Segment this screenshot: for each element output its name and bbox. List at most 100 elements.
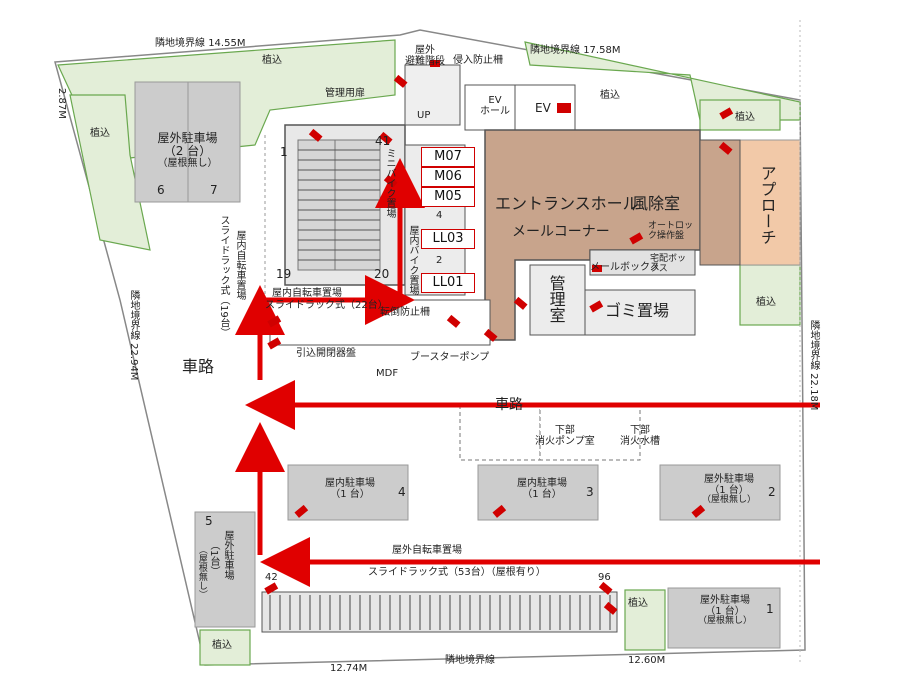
bike-num-1: 1: [280, 145, 288, 159]
bike-num-41: 41: [375, 134, 391, 148]
camera-icon: [718, 141, 733, 155]
road-label-2: 車路: [495, 397, 523, 413]
mailbox-area: [589, 249, 696, 276]
approach-label: アプローチ: [757, 165, 777, 245]
ev-label: EV: [535, 101, 551, 115]
marker-ll03[interactable]: LL03: [421, 229, 475, 249]
space-6: 6: [157, 183, 165, 197]
indoor-bike-parking-label: 屋内バイク置場: [407, 225, 418, 295]
camera-icon: [513, 296, 528, 310]
mailbox-label: メールボックス: [590, 262, 660, 273]
windbreak: [699, 139, 741, 266]
bike-slot-4: 4: [436, 210, 443, 221]
marker-m06[interactable]: M06: [421, 167, 475, 187]
outdoor-parking-2-label: 屋外駐車場 （2 台） （屋根無し）: [157, 131, 218, 170]
indoor-parking-4: [287, 464, 409, 521]
planting-bottom-right: [624, 589, 666, 651]
route-arrows: [235, 158, 820, 587]
planting-right: [739, 264, 801, 326]
marker-m05[interactable]: M05: [421, 187, 475, 207]
camera-icon: [598, 581, 613, 595]
outdoor-parking-5-noroof: （屋根無し）: [196, 545, 207, 599]
camera-icon: [492, 504, 507, 518]
indoor-bicycle-label: 屋内自転車置場: [272, 288, 342, 299]
underground-tank-label: 下部 消火水槽: [620, 425, 660, 447]
incoming-panel-label: 引込開閉器盤: [296, 348, 356, 359]
camera-icons: [264, 60, 734, 615]
autolock-label: オートロック操作盤: [648, 221, 694, 241]
entrance-hall-label: エントランスホール: [495, 194, 639, 213]
planting-label-7: 植込: [628, 598, 648, 609]
boundary-top-right-label: 隣地境界線 17.58M: [530, 45, 621, 56]
boundary-top-left-label: 隣地境界線 14.55M: [155, 38, 246, 49]
camera-icon: [603, 601, 618, 615]
road-label-1: 車路: [182, 357, 215, 376]
bike-num-20: 20: [374, 267, 390, 281]
camera-icon: [378, 131, 393, 145]
camera-icon: [446, 314, 461, 328]
marker-m07[interactable]: M07: [421, 147, 475, 167]
bike-num-96: 96: [598, 572, 611, 583]
planting-label-6: 植込: [212, 640, 232, 651]
fall-guard-label: 転倒防止柵: [380, 307, 430, 318]
outdoor-parking-5-count: （1台）: [208, 540, 219, 577]
tank-room: [539, 404, 641, 461]
camera-icon: [719, 107, 734, 120]
delivery-box-label: 宅配ボックス: [650, 254, 687, 274]
mdf-label: MDF: [376, 368, 399, 379]
camera-icon: [629, 232, 644, 245]
boundary-bottom-label: 隣地境界線: [445, 655, 495, 666]
indoor-parking-3-label: 屋内駐車場（1 台）: [517, 478, 567, 500]
planting-label-2: 植込: [90, 128, 110, 139]
slide-rack-53-label: スライドラック式（53台）（屋根有り）: [368, 567, 546, 578]
camera-icon: [691, 504, 706, 518]
camera-icon: [483, 328, 498, 342]
underground-pump-label: 下部 消火ポンプ室: [535, 425, 595, 447]
space-1: 1: [766, 602, 774, 616]
camera-icon: [267, 337, 282, 350]
camera-icon: [383, 174, 398, 188]
booster-pump-label: ブースターポンプ: [410, 352, 490, 363]
outdoor-evac-label: 屋外 避難階段: [405, 45, 445, 67]
mgmt-door-label: 管理用扉: [325, 88, 365, 99]
planting-label-3: 植込: [600, 90, 620, 101]
camera-icon: [267, 315, 282, 328]
indoor-parking-4-label: 屋内駐車場（1 台）: [325, 478, 375, 500]
camera-icon: [430, 60, 440, 67]
garbage-room: [584, 289, 696, 336]
camera-icon: [308, 128, 323, 142]
camera-icon: [294, 504, 309, 518]
dim-bottom-left: 12.74M: [330, 663, 368, 674]
space-4: 4: [398, 485, 406, 499]
slide-rack-19-label: スライドラック式（19台）: [218, 215, 229, 338]
planting-label-5: 植込: [756, 297, 776, 308]
camera-icon: [589, 300, 604, 313]
outdoor-parking-1: [667, 587, 781, 649]
outdoor-parking-1-label: 屋外駐車場（1 台）（屋根無し）: [697, 595, 752, 626]
ev-hall-label: EV ホール: [480, 95, 510, 117]
bike-num-19: 19: [276, 267, 292, 281]
manager-room: [529, 264, 586, 336]
garbage-label: ゴミ置場: [605, 301, 670, 320]
outdoor-parking-5-label: 屋外駐車場: [222, 530, 233, 580]
camera-icon: [264, 582, 279, 595]
planting-label-4: 植込: [735, 112, 755, 123]
stair-block: [404, 64, 461, 126]
planting-label-1: 植込: [262, 55, 282, 66]
dim-left-top: 2.87M: [56, 88, 67, 119]
space-5: 5: [205, 514, 213, 528]
intrusion-guard-label: 侵入防止柵: [453, 55, 503, 66]
ev-red-badge: [557, 103, 571, 113]
outdoor-parking-2b-label: 屋外駐車場（1 台）（屋根無し）: [701, 474, 756, 505]
mini-bike-label: ミニバイク置場: [384, 148, 395, 218]
camera-icon: [393, 74, 408, 88]
planting-bottom-left: [199, 629, 251, 666]
dim-bottom-right: 12.60M: [628, 655, 666, 666]
manager-room-label: 管理室: [546, 275, 566, 323]
planting-top-right-box: [699, 99, 781, 131]
marker-ll01[interactable]: LL01: [421, 273, 475, 293]
pump-room: [459, 404, 541, 461]
windbreak-label: 風除室: [632, 194, 681, 213]
bike-slot-2: 2: [436, 255, 443, 266]
